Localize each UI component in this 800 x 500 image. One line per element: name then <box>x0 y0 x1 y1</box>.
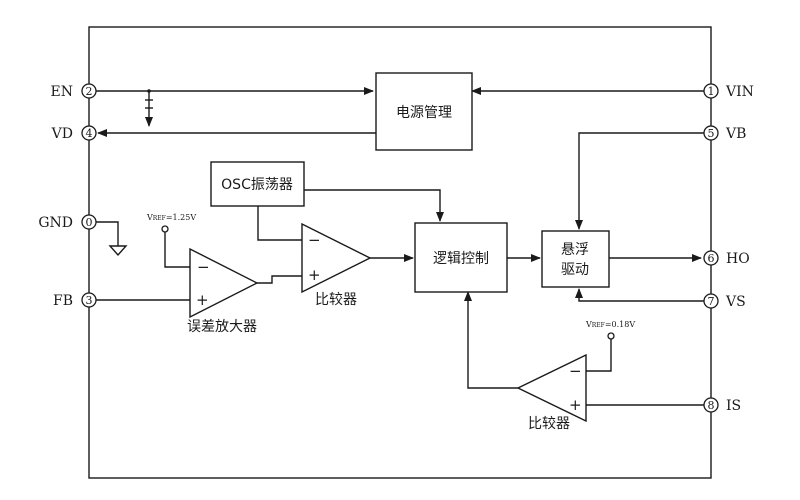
pin-ho: 6 HO <box>703 250 750 267</box>
logic-control-block: 逻辑控制 <box>414 222 508 293</box>
oscillator-label: OSC振荡器 <box>221 177 293 193</box>
pin-is: 8 IS <box>703 397 741 414</box>
power-management-label: 电源管理 <box>396 105 452 121</box>
wire-vb-to-drive <box>575 132 704 230</box>
pin-fb-number: 3 <box>86 294 93 307</box>
wire-osc-to-comp1 <box>257 206 302 241</box>
pin-vs-name: VS <box>725 294 746 310</box>
error-amplifier-label: 误差放大器 <box>187 319 257 335</box>
wire-osc-to-logic <box>304 189 444 222</box>
pin-fb: 3 FB <box>53 292 97 309</box>
pin-en: 2 EN <box>51 83 97 100</box>
comp2-minus-sign: − <box>569 362 582 380</box>
wire-gnd <box>95 221 119 246</box>
pin-en-number: 2 <box>86 85 93 98</box>
wire-vs-to-drive <box>575 288 704 302</box>
comp1-plus-sign: + <box>308 266 321 284</box>
pin-gnd-name: GND <box>38 215 73 231</box>
pin-vd-number: 4 <box>86 127 93 140</box>
floating-drive-label-line2: 驱动 <box>561 262 589 278</box>
pin-vd: 4 VD <box>51 125 97 142</box>
pin-en-name: EN <box>51 84 73 100</box>
wire-vref1-to-erramp <box>164 232 190 268</box>
wire-erramp-to-comp1 <box>257 275 302 284</box>
oscillator-block: OSC振荡器 <box>210 161 305 207</box>
pin-ho-number: 6 <box>708 252 715 265</box>
floating-drive-label-line1: 悬浮 <box>561 242 589 258</box>
comp2-plus-sign: + <box>569 396 582 414</box>
pin-vd-name: VD <box>51 126 73 142</box>
error-amplifier: − + 误差放大器 <box>187 247 259 335</box>
pin-is-number: 8 <box>708 399 715 412</box>
vref-1-label: VREF=1.25V <box>146 213 196 222</box>
vref-1-terminal <box>161 225 169 233</box>
ground-symbol <box>108 245 128 257</box>
pin-vin-number: 1 <box>708 85 715 98</box>
pin-fb-name: FB <box>53 293 73 309</box>
erramp-plus-sign: + <box>196 291 209 309</box>
comparator-2-label: 比较器 <box>528 416 570 432</box>
pin-vin: 1 VIN <box>703 83 754 100</box>
comparator-1-label: 比较器 <box>315 292 357 308</box>
pin-vs-number: 7 <box>708 295 715 308</box>
wire-comp2-to-logic <box>464 291 518 389</box>
pin-gnd-number: 0 <box>86 216 93 229</box>
vref-2-label: VREF=0.18V <box>585 320 635 329</box>
vref-2-terminal <box>607 332 615 340</box>
pin-vb-name: VB <box>725 126 746 142</box>
pin-vb: 5 VB <box>703 125 746 142</box>
logic-control-label: 逻辑控制 <box>433 251 489 267</box>
pin-ho-name: HO <box>726 251 750 267</box>
pin-gnd: 0 GND <box>38 214 97 231</box>
comp1-minus-sign: − <box>308 231 321 249</box>
floating-drive-block: 悬浮 驱动 <box>541 230 610 288</box>
pin-vs: 7 VS <box>703 293 746 310</box>
pin-vb-number: 5 <box>708 127 715 140</box>
pin-is-name: IS <box>726 398 741 414</box>
power-management-block: 电源管理 <box>375 72 473 151</box>
pin-vin-name: VIN <box>725 84 754 100</box>
comparator-2: − + 比较器 <box>516 353 587 432</box>
comparator-1: − + 比较器 <box>301 222 372 308</box>
wire-vref2-to-comp2 <box>586 339 612 372</box>
erramp-minus-sign: − <box>197 258 210 276</box>
